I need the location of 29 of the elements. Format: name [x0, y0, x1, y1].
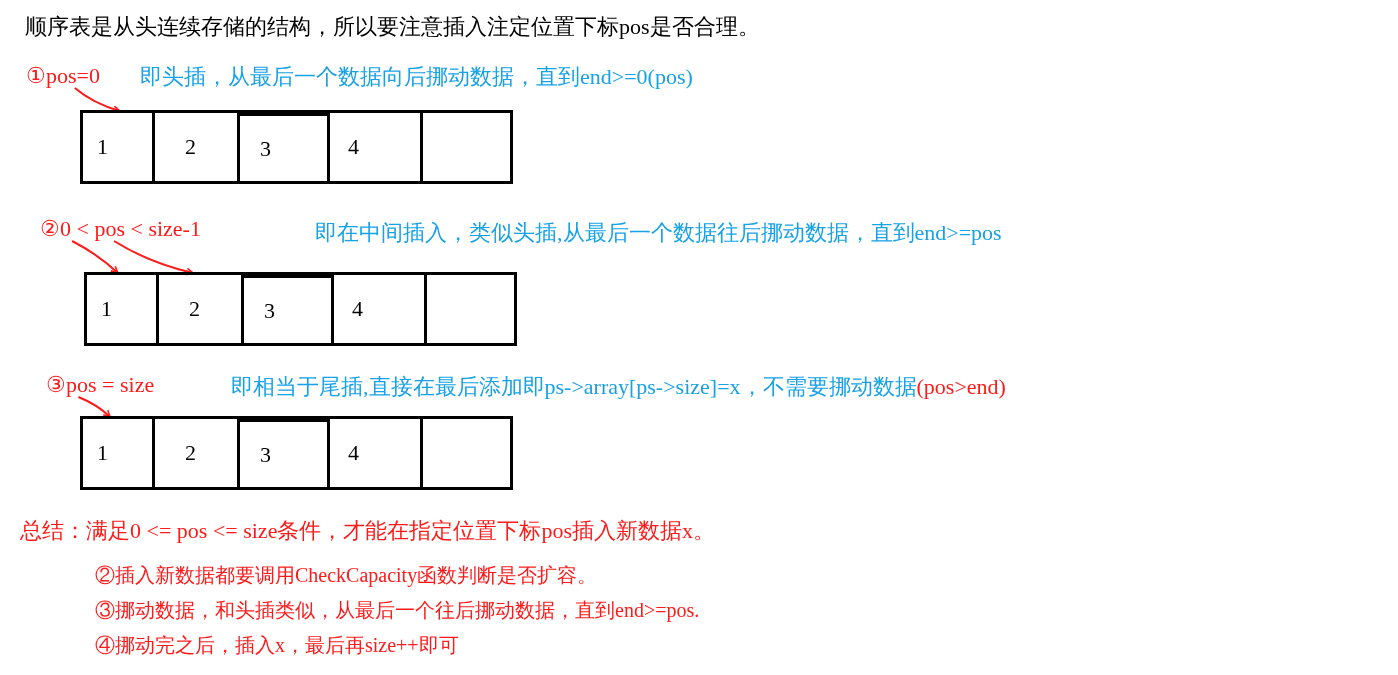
- note-text: 即在中间插入，类似头插,从最后一个数据往后挪动数据，直到end>=pos: [315, 219, 1002, 247]
- array-cell: 2: [152, 416, 240, 490]
- condition-label: ③pos = size: [46, 371, 155, 399]
- array-cell: 4: [331, 272, 427, 346]
- note-text: 即相当于尾插,直接在最后添加即ps->array[ps->size]=x，不需要挪动数据: [231, 373, 917, 401]
- array-cell: 4: [327, 110, 423, 184]
- condition-label: ②0 < pos < size-1: [40, 215, 201, 243]
- arrow: [71, 240, 119, 274]
- note-text: 总结：满足0 <= pos <= size条件，才能在指定位置下标pos插入新数据x。: [20, 517, 715, 545]
- empty-array-cell: [420, 416, 513, 490]
- note-text: ③挪动数据，和头插类似，从最后一个往后挪动数据，直到end>=pos.: [95, 598, 700, 624]
- array-cell: 3: [237, 110, 330, 184]
- arrow: [77, 396, 111, 418]
- array-cell: 4: [327, 416, 423, 490]
- note-text: 即头插，从最后一个数据向后挪动数据，直到end>=0(pos): [140, 63, 693, 91]
- array-cell: 1: [80, 110, 155, 184]
- condition-label: ①pos=0: [26, 62, 100, 90]
- array-cell: 1: [80, 416, 155, 490]
- empty-array-cell: [420, 110, 513, 184]
- array-cell: 3: [241, 272, 334, 346]
- note-text: ②插入新数据都要调用CheckCapacity函数判断是否扩容。: [95, 563, 598, 589]
- heading: 顺序表是从头连续存储的结构，所以要注意插入注定位置下标pos是否合理。: [25, 13, 760, 41]
- note-text: ④挪动完之后，插入x，最后再size++即可: [95, 633, 459, 658]
- array-cell: 1: [84, 272, 159, 346]
- note-text: (pos>end): [916, 373, 1006, 401]
- array-cell: 2: [152, 110, 240, 184]
- array-cell: 2: [156, 272, 244, 346]
- empty-array-cell: [424, 272, 517, 346]
- array-cell: 3: [237, 416, 330, 490]
